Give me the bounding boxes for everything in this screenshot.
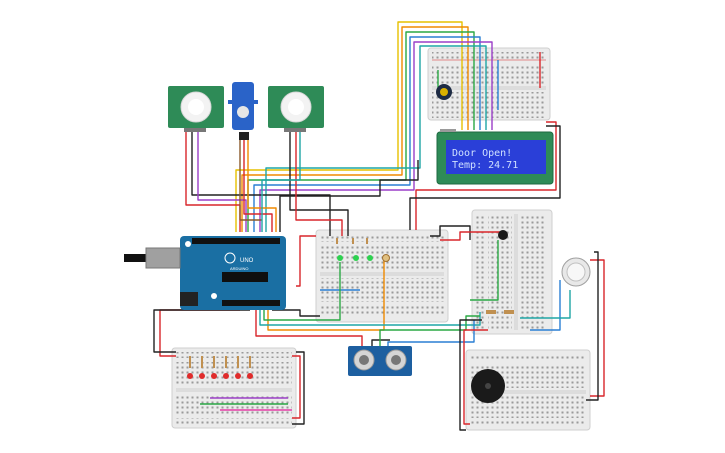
wire-black-pir-left [191, 130, 331, 236]
wire-black-pir-right [289, 130, 349, 236]
temperature-sensor [486, 230, 514, 314]
wire-black-mid-rail [272, 309, 320, 317]
wire-black-bl [153, 309, 250, 353]
wire-red-bl-right [292, 355, 301, 419]
pir-sensor-right [268, 86, 324, 132]
wire-teal-pir-right [261, 130, 301, 232]
photoresistor-icon [382, 254, 390, 262]
wire-red-lcd-power [415, 121, 557, 230]
green-leds [336, 238, 390, 262]
wire-red-gas [590, 259, 605, 397]
wire-green-temp [470, 240, 499, 301]
pir-sensor-left [168, 86, 224, 132]
wire-green-mid-a [263, 262, 341, 321]
wire-red-servo [243, 140, 273, 232]
gas-sensor [561, 257, 591, 287]
ultrasonic-sensor [348, 346, 412, 376]
wire-teal-lcd [265, 45, 487, 232]
potentiometer-icon[interactable] [436, 84, 452, 100]
led-green-1 [337, 255, 343, 261]
led-red-6 [247, 373, 253, 379]
wire-blue-lcd [253, 36, 481, 232]
wire-red-right-bb [463, 329, 488, 425]
led-red-3 [211, 373, 217, 379]
wire-red-mid-rail [296, 235, 316, 287]
wire-yellow-lcd [235, 21, 463, 232]
wire-purple-lcd [259, 41, 493, 232]
breadboard-top-right [427, 47, 551, 121]
wire-black-bl-right [292, 351, 305, 425]
wire-black-mid-b [430, 225, 471, 240]
led-green-3 [367, 255, 373, 261]
arduino-uno-label: UNO [240, 258, 254, 264]
breadboard-bottom-right [465, 349, 591, 431]
red-leds [187, 356, 253, 379]
lcd-line-2: Temp: 24.71 [452, 160, 518, 171]
wire-black-right-bb [459, 319, 482, 431]
wire-brown-servo [239, 140, 262, 221]
lcd-line-1: Door Open! [452, 148, 512, 159]
wire-black-gas [586, 251, 599, 401]
wire-teal-gas [520, 290, 571, 319]
wire-red-pir-left [185, 130, 241, 232]
servo-motor [228, 82, 258, 140]
wire-black-lcd [279, 160, 419, 232]
led-red-5 [235, 373, 241, 379]
wire-red-pir-right [295, 130, 343, 236]
wire-red-mid-b [440, 231, 500, 241]
arduino-uno: UNO ARDUINO [124, 236, 286, 310]
wire-black-lcd-gnd [409, 125, 561, 230]
led-green-2 [353, 255, 359, 261]
wire-teal-mid [259, 310, 481, 326]
led-red-4 [223, 373, 229, 379]
breadboard-middle [315, 229, 449, 323]
led-red-2 [199, 373, 205, 379]
wire-red-ultra [255, 310, 363, 350]
arduino-logo-text: ARDUINO [230, 266, 248, 271]
lcd-display: Door Open! Temp: 24.71 [436, 129, 554, 185]
wires [153, 21, 605, 431]
wire-purple-pir-left [197, 130, 247, 232]
wire-orange-lcd [241, 26, 469, 232]
wire-blue-gas [530, 280, 561, 331]
led-red-1 [187, 373, 193, 379]
breadboard-right-vertical [471, 209, 553, 335]
piezo-buzzer [471, 369, 505, 403]
